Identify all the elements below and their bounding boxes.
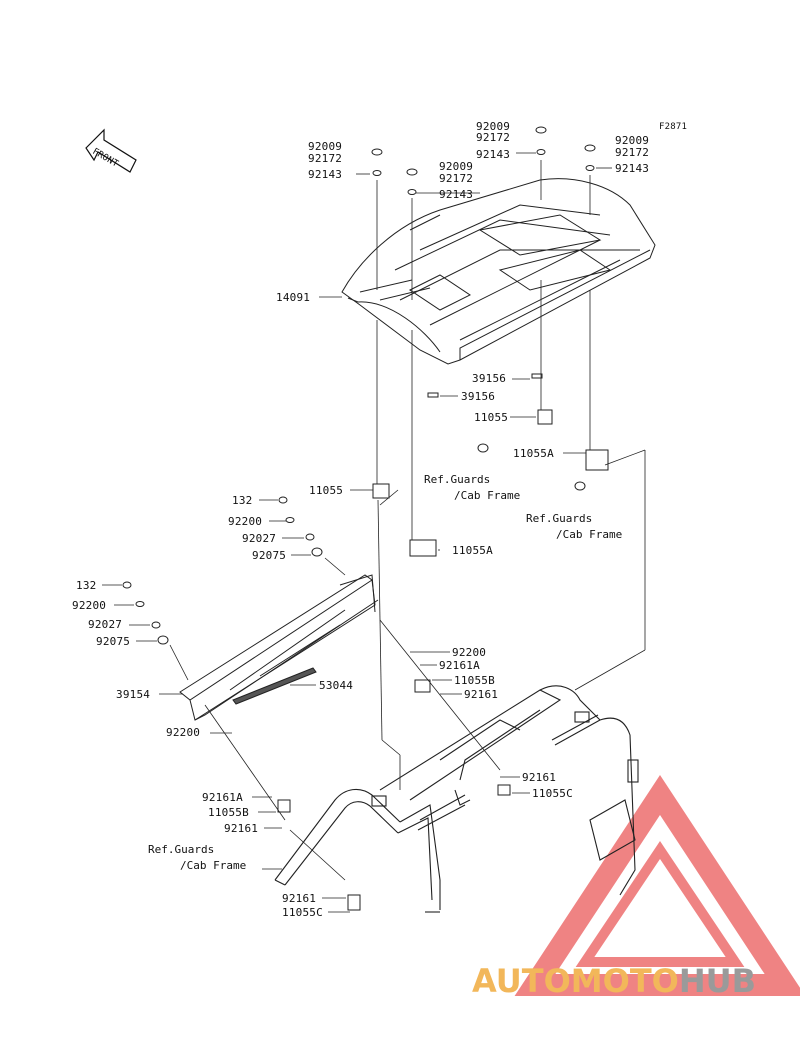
part-label-92172-d: 92172 bbox=[615, 146, 650, 159]
part-label-11055c-a: 11055C bbox=[532, 787, 573, 800]
ref-note-guards-c: Ref.Guards /Cab Frame bbox=[148, 842, 246, 874]
part-label-92200-d: 92200 bbox=[452, 646, 487, 659]
part-label-92161-a: 92161 bbox=[464, 688, 499, 701]
part-label-92161-c: 92161 bbox=[224, 822, 259, 835]
ref-note-line1: Ref.Guards bbox=[148, 843, 215, 856]
part-label-92200-b: 92200 bbox=[72, 599, 107, 612]
part-label-53044: 53044 bbox=[319, 679, 354, 692]
part-label-92143-a: 92143 bbox=[308, 168, 343, 181]
cab-frame-drawing bbox=[274, 685, 639, 913]
leader-lines bbox=[102, 152, 646, 913]
part-label-92172-a: 92172 bbox=[308, 152, 343, 165]
watermark-text: AUTOMOTOHUB bbox=[472, 962, 757, 1000]
part-label-92143-c: 92143 bbox=[476, 148, 511, 161]
part-label-132-a: 132 bbox=[232, 494, 253, 507]
part-label-39154: 39154 bbox=[116, 688, 151, 701]
part-label-11055c-b: 11055C bbox=[282, 906, 323, 919]
part-label-132-b: 132 bbox=[76, 579, 97, 592]
seal-strip-drawing bbox=[232, 667, 317, 705]
part-label-92161-d: 92161 bbox=[282, 892, 317, 905]
ref-note-line2: /Cab Frame bbox=[556, 528, 623, 541]
part-label-92027-a: 92027 bbox=[242, 532, 277, 545]
part-label-92172-b: 92172 bbox=[439, 172, 474, 185]
part-label-92009-c: 92009 bbox=[476, 120, 511, 133]
part-label-11055a-a: 11055A bbox=[513, 447, 554, 460]
part-label-92143-d: 92143 bbox=[615, 162, 650, 175]
part-label-11055b-b: 11055B bbox=[208, 806, 249, 819]
part-label-92009-a: 92009 bbox=[308, 140, 343, 153]
part-label-92200-c: 92200 bbox=[166, 726, 201, 739]
ref-note-guards-b: Ref.Guards /Cab Frame bbox=[526, 511, 622, 543]
figure-code: F2871 bbox=[659, 122, 688, 132]
roof-panel-drawing bbox=[341, 178, 656, 365]
front-arrow-icon bbox=[85, 128, 137, 173]
part-label-92027-b: 92027 bbox=[88, 618, 123, 631]
ref-note-line1: Ref.Guards bbox=[526, 512, 593, 525]
ref-note-guards-a: Ref.Guards /Cab Frame bbox=[424, 472, 520, 504]
part-label-92009-d: 92009 bbox=[615, 134, 650, 147]
ref-note-line2: /Cab Frame bbox=[180, 859, 247, 872]
part-label-39156-a: 39156 bbox=[472, 372, 507, 385]
part-label-92009-b: 92009 bbox=[439, 160, 474, 173]
part-label-39156-b: 39156 bbox=[461, 390, 496, 403]
part-label-92161a-a: 92161A bbox=[439, 659, 480, 672]
part-label-92075-b: 92075 bbox=[96, 635, 131, 648]
part-label-92075-a: 92075 bbox=[252, 549, 287, 562]
part-label-92161a-b: 92161A bbox=[202, 791, 243, 804]
part-label-92172-c: 92172 bbox=[476, 131, 511, 144]
watermark-logo-triangle bbox=[514, 774, 800, 996]
part-label-92161-b: 92161 bbox=[522, 771, 557, 784]
bolt-icons bbox=[122, 126, 609, 911]
part-label-11055b-a: 11055B bbox=[454, 674, 495, 687]
ref-note-line1: Ref.Guards bbox=[424, 473, 491, 486]
visor-drawing bbox=[179, 574, 379, 721]
ref-note-line2: /Cab Frame bbox=[454, 489, 521, 502]
part-label-14091: 14091 bbox=[276, 291, 311, 304]
part-label-92200-a: 92200 bbox=[228, 515, 263, 528]
part-label-11055a-b: 11055A bbox=[452, 544, 493, 557]
part-label-11055-b: 11055 bbox=[309, 484, 344, 497]
part-label-92143-b: 92143 bbox=[439, 188, 474, 201]
part-label-11055-a: 11055 bbox=[474, 411, 509, 424]
